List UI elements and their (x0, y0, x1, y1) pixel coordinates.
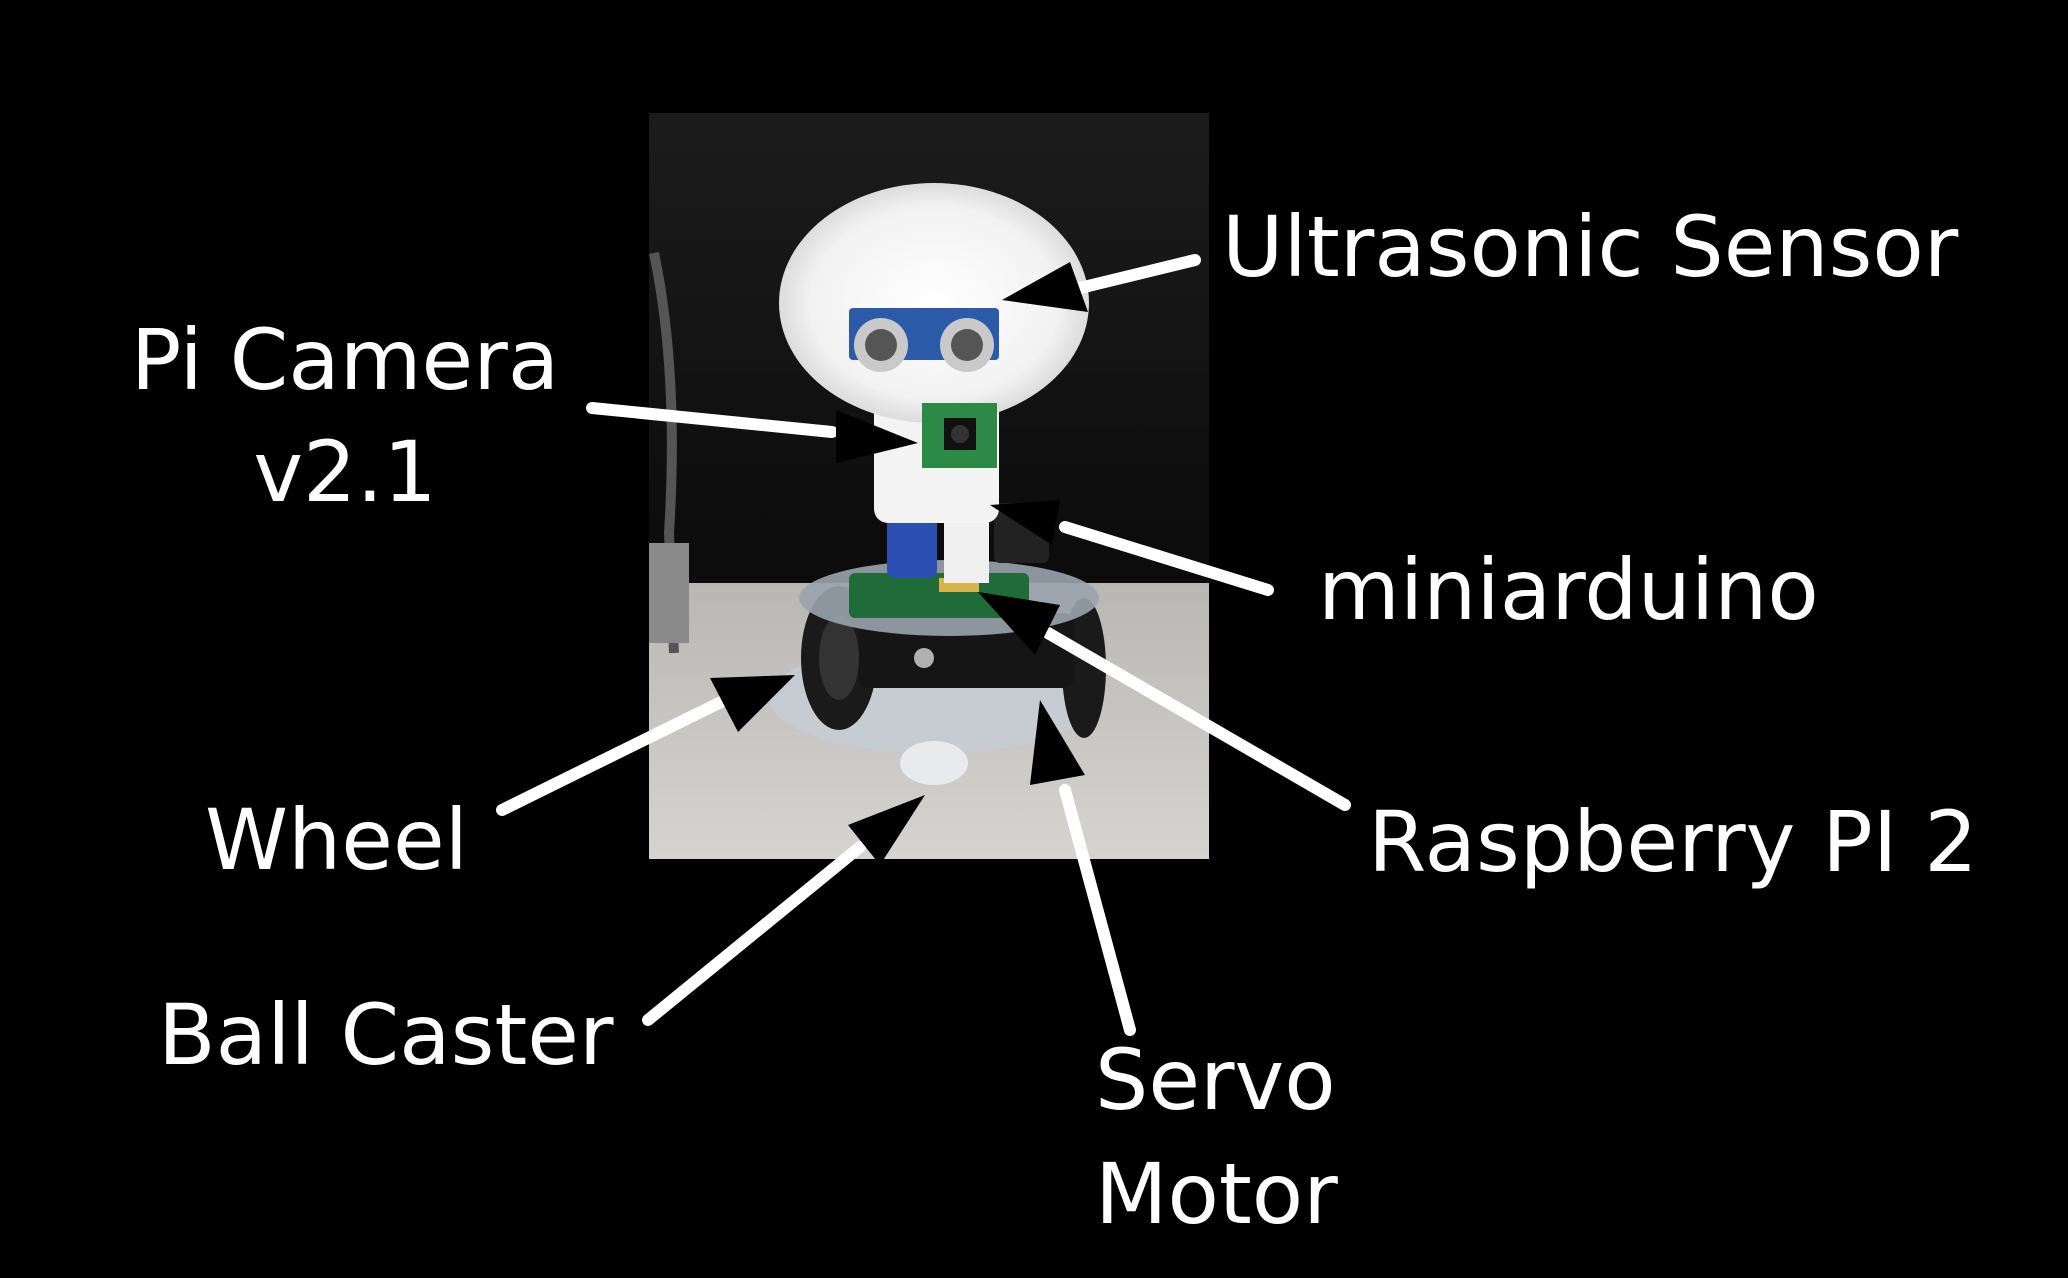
arrowhead-miniarduino (990, 500, 1060, 545)
arrow-ultrasonic-sensor (1074, 254, 1201, 294)
label-ball-caster: Ball Caster (158, 986, 614, 1084)
arrow-raspberry-pi (1042, 627, 1351, 811)
arrowhead-servo-motor (1030, 700, 1085, 785)
arrowhead-raspberry-pi (978, 592, 1060, 655)
label-wheel: Wheel (205, 791, 468, 889)
label-pi-camera-line2: v2.1 (253, 423, 437, 521)
arrow-pi-camera (586, 402, 838, 438)
arrow-wheel (496, 694, 731, 816)
label-ultrasonic-sensor: Ultrasonic Sensor (1222, 198, 1959, 296)
label-pi-camera-line1: Pi Camera (130, 311, 560, 409)
label-pi-camera: Pi Camera v2.1 (115, 318, 575, 514)
label-servo-motor: Servo Motor (1095, 1038, 1338, 1236)
arrowhead-pi-camera (836, 410, 918, 463)
label-raspberry-pi: Raspberry PI 2 (1368, 793, 1978, 891)
label-miniarduino: miniarduino (1318, 541, 1819, 639)
robot-photo (649, 113, 1209, 859)
label-servo-motor-line1: Servo (1095, 1031, 1336, 1129)
arrowhead-ball-caster (848, 795, 925, 865)
arrow-miniarduino (1059, 521, 1274, 596)
arrowhead-ultrasonic-sensor (1002, 262, 1088, 312)
arrow-ball-caster (642, 841, 866, 1026)
arrow-servo-motor (1059, 784, 1136, 1036)
arrowhead-wheel (710, 675, 795, 732)
label-servo-motor-line2: Motor (1095, 1145, 1338, 1243)
